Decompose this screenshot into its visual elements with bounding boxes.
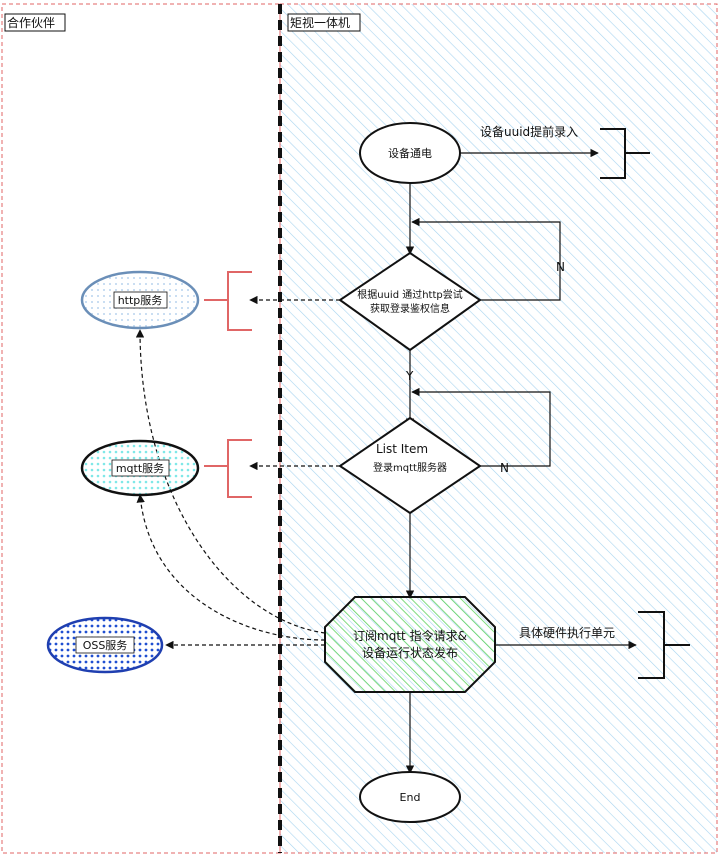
uuid-annotation-label: 设备uuid提前录入 bbox=[480, 124, 578, 139]
mqtt-service-label-box bbox=[111, 459, 170, 477]
end-node[interactable] bbox=[359, 771, 461, 823]
mqtt-service-label: mqtt服务 bbox=[116, 462, 164, 475]
subscribe-label-line1: 订阅mqtt 指令请求& bbox=[353, 628, 467, 643]
mqtt-login-label: 登录mqtt服务器 bbox=[373, 461, 447, 474]
partners-lane-label: 合作伙伴 bbox=[7, 15, 55, 30]
hardware-annotation-bracket bbox=[638, 611, 690, 679]
auth-no-label: N bbox=[556, 260, 565, 274]
end-label: End bbox=[400, 791, 421, 804]
edge-auth-no-loop bbox=[411, 217, 561, 301]
http-bracket bbox=[204, 271, 252, 331]
auth-label-line1: 根据uuid 通过http尝试 bbox=[357, 288, 463, 301]
subscribe-label-line2: 设备运行状态发布 bbox=[362, 645, 458, 660]
edge-subscribe-to-mqtt bbox=[136, 494, 326, 641]
http-service-label-box bbox=[113, 291, 168, 309]
auth-yes-label: Y bbox=[405, 369, 414, 383]
oss-service-label-box bbox=[75, 636, 135, 654]
mqtt-bracket bbox=[204, 439, 252, 498]
subscribe-node-fill bbox=[325, 597, 495, 692]
device-lane-background bbox=[280, 4, 717, 853]
device-lane-label: 矩视一体机 bbox=[290, 15, 350, 30]
partners-lane bbox=[1, 3, 281, 854]
auth-label-line2: 获取登录鉴权信息 bbox=[370, 302, 450, 315]
edge-subscribe-to-http bbox=[135, 329, 326, 634]
uuid-annotation-bracket bbox=[600, 128, 650, 179]
device-lane bbox=[279, 3, 718, 854]
partners-lane-label-box bbox=[4, 13, 66, 32]
http-service-label: http服务 bbox=[118, 294, 163, 307]
mqtt-title-label: List Item bbox=[376, 442, 428, 456]
mqtt-no-label: N bbox=[500, 461, 509, 475]
device-lane-label-box bbox=[287, 13, 361, 32]
edge-mqtt-no-loop bbox=[411, 387, 551, 467]
power-on-label: 设备通电 bbox=[388, 146, 432, 160]
subscribe-node[interactable] bbox=[324, 596, 496, 693]
hardware-annotation-label: 具体硬件执行单元 bbox=[519, 626, 615, 640]
oss-service-label: OSS服务 bbox=[83, 639, 128, 652]
